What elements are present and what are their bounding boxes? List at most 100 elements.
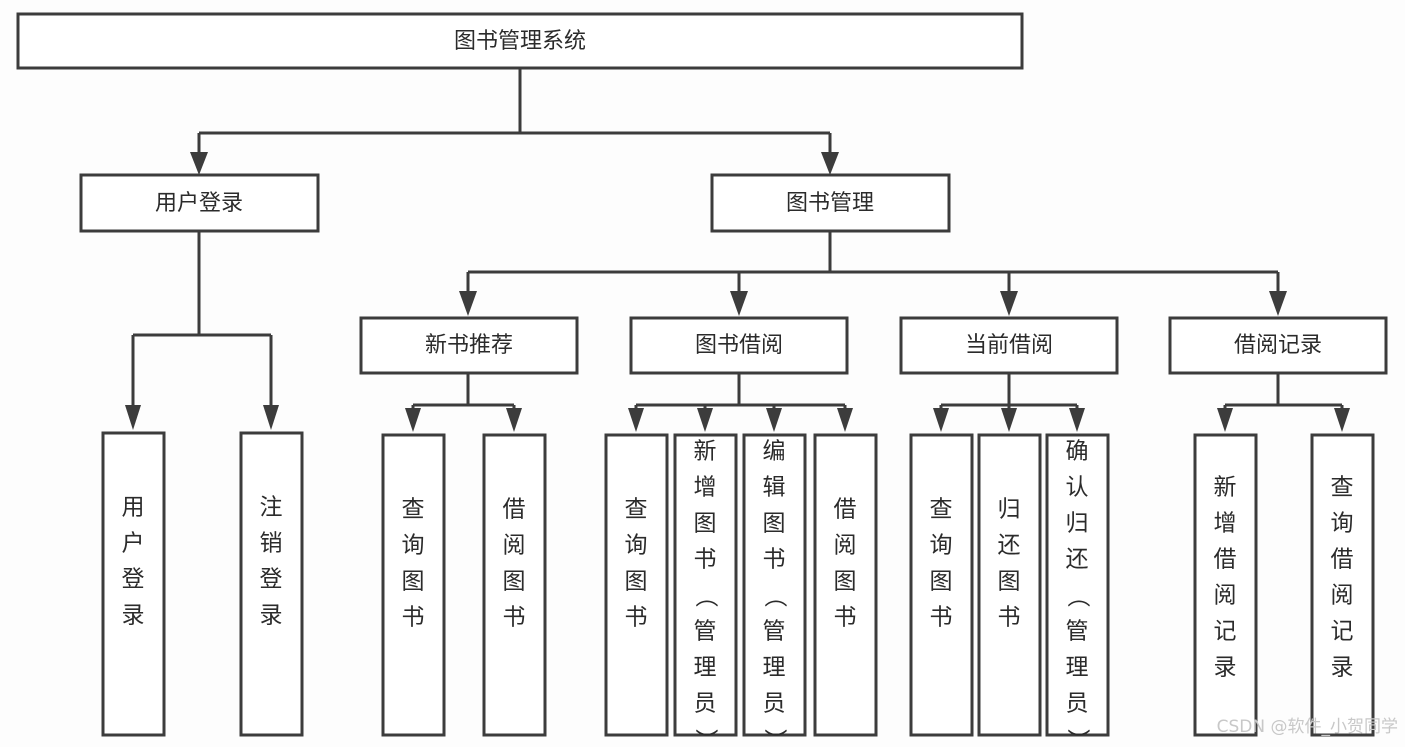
- arrowhead-leaf-logout: [263, 405, 279, 430]
- vertical-label-char: 确: [1066, 439, 1089, 465]
- vertical-label-char: 查: [625, 497, 648, 523]
- leaf-borrow-add-box[interactable]: [673, 433, 738, 737]
- node-current-borrow[interactable]: 当前借阅: [899, 316, 1119, 375]
- vertical-label-char: 查: [1331, 475, 1354, 501]
- vertical-label-char: 书: [503, 605, 526, 631]
- leaf-user-login-box[interactable]: [101, 431, 166, 737]
- arrowhead-leaf-user-login: [125, 405, 141, 430]
- leaf-borrow-take-box[interactable]: [813, 433, 878, 737]
- vertical-label-char: 员: [763, 691, 786, 717]
- leaf-logout-box[interactable]: [239, 431, 304, 737]
- arrowhead-leaf-rec-query: [405, 408, 421, 432]
- leaf-user-login-label: 用户登录: [122, 495, 145, 629]
- node-new-book-rec-box[interactable]: [359, 316, 579, 375]
- node-borrow-record-label: 借阅记录: [1234, 333, 1322, 358]
- arrowhead-current-borrow: [1000, 291, 1018, 316]
- node-current-borrow-box[interactable]: [899, 316, 1119, 375]
- vertical-label-char: 借: [1331, 547, 1354, 573]
- arrowhead-leaf-rec-borrow: [506, 408, 522, 432]
- vertical-label-char: ）: [762, 729, 788, 747]
- vertical-label-char: 管: [763, 619, 786, 645]
- node-root-box[interactable]: [16, 12, 1024, 70]
- vertical-label-char: 书: [402, 605, 425, 631]
- node-user-login-label: 用户登录: [155, 191, 243, 216]
- vertical-label-char: 借: [834, 497, 857, 523]
- arrowhead-book-borrow: [730, 291, 748, 316]
- leaf-rec-borrow-box[interactable]: [482, 433, 547, 737]
- csdn-watermark: CSDN @软件_小贺同学: [1217, 717, 1398, 737]
- vertical-label-char: 阅: [1331, 583, 1354, 609]
- leaf-user-login[interactable]: 用户登录: [101, 431, 166, 737]
- vertical-label-char: 增: [1214, 511, 1237, 537]
- node-user-login-box[interactable]: [79, 173, 320, 233]
- vertical-label-char: 图: [998, 569, 1021, 595]
- vertical-label-char: 阅: [1214, 583, 1237, 609]
- node-book-borrow[interactable]: 图书借阅: [629, 316, 849, 375]
- vertical-label-char: 归: [1066, 511, 1089, 537]
- vertical-label-char: 新: [694, 439, 717, 465]
- node-borrow-record-box[interactable]: [1168, 316, 1388, 375]
- vertical-label-char: 图: [763, 511, 786, 537]
- node-root[interactable]: 图书管理系统: [16, 12, 1024, 70]
- node-book-manage-label: 图书管理: [786, 191, 874, 216]
- vertical-label-char: 书: [763, 547, 786, 573]
- vertical-label-char: 增: [694, 475, 717, 501]
- arrowhead-leaf-borrow-edit: [766, 408, 782, 432]
- leaf-rec-add-box[interactable]: [1193, 433, 1258, 737]
- leaf-borrow-query-box[interactable]: [604, 433, 669, 737]
- leaf-borrow-edit-box[interactable]: [742, 433, 807, 737]
- vertical-label-char: 询: [402, 533, 425, 559]
- vertical-label-char: 书: [834, 605, 857, 631]
- vertical-label-char: 询: [1331, 511, 1354, 537]
- vertical-label-char: 阅: [503, 533, 526, 559]
- arrowhead-leaf-borrow-add: [697, 408, 713, 432]
- node-new-book-rec[interactable]: 新书推荐: [359, 316, 579, 375]
- vertical-label-char: （: [1065, 585, 1091, 608]
- vertical-label-char: 书: [930, 605, 953, 631]
- arrowhead-leaf-rec-add: [1217, 408, 1233, 432]
- vertical-label-char: 录: [260, 603, 283, 629]
- leaf-rec-query2-box[interactable]: [1310, 433, 1375, 737]
- vertical-label-char: 图: [694, 511, 717, 537]
- arrowhead-leaf-cur-query: [933, 408, 949, 432]
- vertical-label-char: （: [762, 585, 788, 608]
- node-book-borrow-box[interactable]: [629, 316, 849, 375]
- vertical-label-char: ）: [1065, 729, 1091, 747]
- arrowhead-borrow-record: [1269, 291, 1287, 316]
- node-current-borrow-label: 当前借阅: [965, 333, 1053, 358]
- vertical-label-char: 管: [1066, 619, 1089, 645]
- node-borrow-record[interactable]: 借阅记录: [1168, 316, 1388, 375]
- vertical-label-char: ）: [693, 729, 719, 747]
- vertical-label-char: （: [693, 585, 719, 608]
- node-book-manage[interactable]: 图书管理: [710, 173, 951, 233]
- node-book-manage-box[interactable]: [710, 173, 951, 233]
- node-user-login[interactable]: 用户登录: [79, 173, 320, 233]
- leaf-cur-query-box[interactable]: [909, 433, 974, 737]
- vertical-label-char: 管: [694, 619, 717, 645]
- leaf-rec-query-box[interactable]: [381, 433, 446, 737]
- leaf-cur-return-box[interactable]: [977, 433, 1042, 737]
- leaf-cur-confirm-box[interactable]: [1045, 433, 1110, 737]
- vertical-label-char: 图: [834, 569, 857, 595]
- vertical-label-char: 记: [1331, 619, 1354, 645]
- vertical-label-char: 借: [1214, 547, 1237, 573]
